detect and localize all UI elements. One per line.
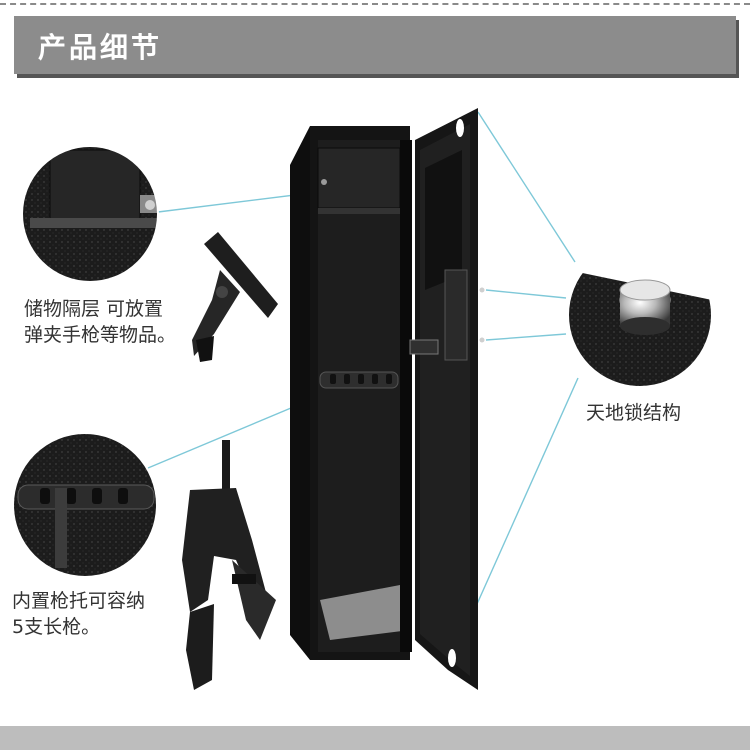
lock-pin-1 [479,287,485,293]
door-lock-cover [425,150,462,290]
lock-caption: 天地锁结构 [586,402,682,424]
door-handle-plate [409,339,439,355]
rack-caption-line2: 5支长枪。 [12,616,101,638]
bottom-bolt [448,649,456,667]
section-title: 产品细节 [38,31,163,64]
top-bolt [456,119,464,137]
shelf-detail-circle [21,145,159,283]
safe-interior [318,140,410,652]
top-dashed-divider [0,3,750,5]
top-shelf-box [317,147,401,209]
barrel-rest-slots [330,374,392,384]
rack-detail-circle [12,432,158,578]
hinge-edge [400,140,412,652]
shelf-plate [318,208,410,214]
rifle-image [182,440,276,690]
lock-mechanism [444,269,468,361]
footer-bar [0,726,750,750]
lock-pin-2 [479,337,485,343]
floor-carpet [320,585,410,640]
gun-safe [290,108,485,690]
section-header: 产品细节 [14,16,736,74]
callout-line-lock-mid1 [485,289,567,299]
rack-caption-line1: 内置枪托可容纳 [12,590,146,612]
callout-line-lock-top [477,111,576,263]
pistol-image [192,232,278,362]
lock-detail-circle [567,242,713,388]
shelf-lock-knob [321,179,327,185]
shelf-caption-line1: 储物隔层 可放置 [24,298,164,320]
shelf-caption-line2: 弹夹手枪等物品。 [24,324,177,346]
callout-line-lock-mid2 [485,333,567,341]
